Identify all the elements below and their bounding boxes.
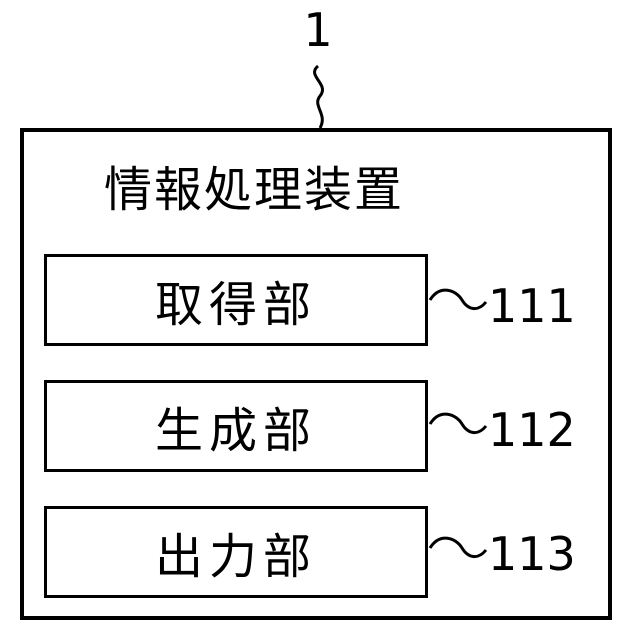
generation-unit-box: 生成部: [44, 380, 428, 472]
output-unit-reference: 113: [488, 528, 576, 580]
acquisition-unit-box: 取得部: [44, 254, 428, 346]
acquisition-unit-reference: 111: [488, 280, 576, 332]
device-leader-line: [315, 66, 323, 128]
generation-unit-label: 生成部: [155, 391, 317, 461]
acquisition-unit-label: 取得部: [155, 265, 317, 335]
output-unit-label: 出力部: [155, 517, 317, 587]
device-title: 情報処理装置: [104, 162, 404, 218]
generation-unit-reference: 112: [488, 404, 576, 456]
output-unit-box: 出力部: [44, 506, 428, 598]
device-reference-numeral: 1: [296, 4, 340, 56]
